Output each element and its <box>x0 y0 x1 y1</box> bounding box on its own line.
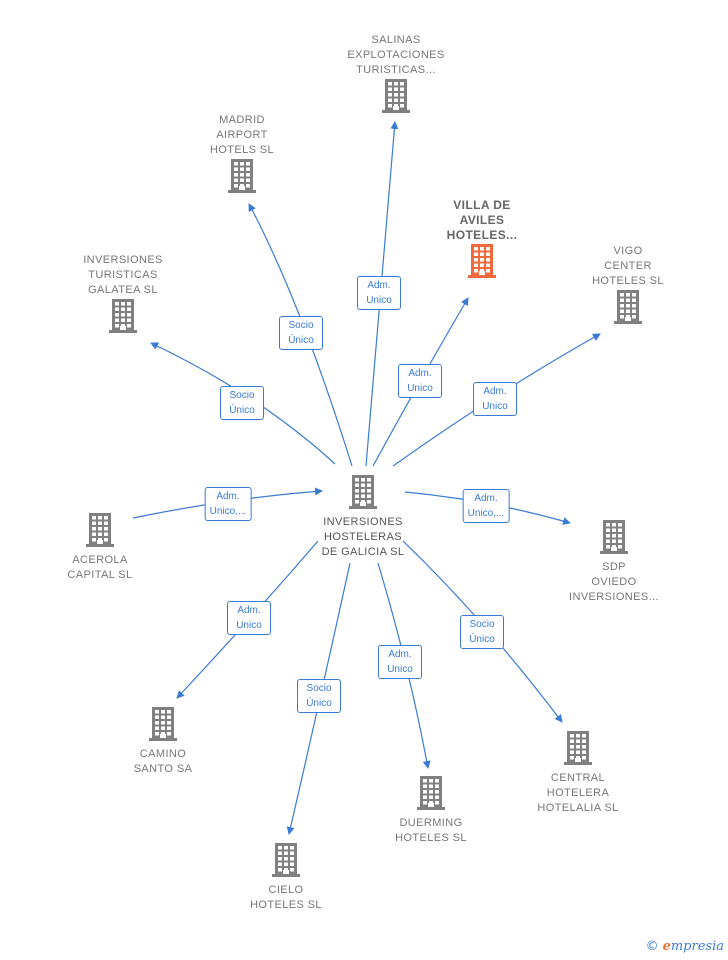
node-label: VILLA DE AVILES HOTELES... <box>446 198 518 242</box>
building-icon <box>513 730 643 771</box>
node-label: INVERSIONES HOSTELERAS DE GALICIA SL <box>321 516 405 558</box>
edge-label-duerming[interactable]: Adm. Unico <box>378 645 422 679</box>
node-madrid[interactable]: MADRID AIRPORT HOTELS SL <box>177 113 307 199</box>
node-sdp[interactable]: SDP OVIEDO INVERSIONES... <box>549 519 679 605</box>
edge-label-central[interactable]: Socio Único <box>460 615 504 649</box>
edge-label-cielo[interactable]: Socio Único <box>297 679 341 713</box>
brand-name: mpresia <box>670 939 724 954</box>
node-label: INVERSIONES TURISTICAS GALATEA SL <box>83 254 163 296</box>
node-label: CENTRAL HOTELERA HOTELALIA SL <box>537 772 619 814</box>
building-icon <box>563 289 693 330</box>
node-vigo[interactable]: VIGO CENTER HOTELES SL <box>563 244 693 330</box>
node-center[interactable]: INVERSIONES HOSTELERAS DE GALICIA SL <box>298 474 428 560</box>
building-icon <box>58 298 188 339</box>
edge-label-madrid[interactable]: Socio Único <box>279 316 323 350</box>
building-icon <box>35 512 165 553</box>
building-icon <box>331 78 461 119</box>
node-label: CAMINO SANTO SA <box>133 748 193 775</box>
edge-label-vigo[interactable]: Adm. Unico <box>473 382 517 416</box>
edge-label-villa[interactable]: Adm. Unico <box>398 364 442 398</box>
node-duerming[interactable]: DUERMING HOTELES SL <box>366 775 496 846</box>
building-icon <box>98 706 228 747</box>
edge-label-salinas[interactable]: Adm. Unico <box>357 276 401 310</box>
node-salinas[interactable]: SALINAS EXPLOTACIONES TURISTICAS... <box>331 33 461 119</box>
node-label: SDP OVIEDO INVERSIONES... <box>569 561 659 603</box>
edge-label-camino[interactable]: Adm. Unico <box>227 601 271 635</box>
edge-label-galatea[interactable]: Socio Único <box>220 386 264 420</box>
building-icon <box>298 474 428 515</box>
building-icon <box>177 158 307 199</box>
copyright-symbol: © <box>645 939 659 954</box>
node-label: SALINAS EXPLOTACIONES TURISTICAS... <box>347 34 445 76</box>
node-label: DUERMING HOTELES SL <box>395 817 467 844</box>
building-icon <box>549 519 679 560</box>
node-camino[interactable]: CAMINO SANTO SA <box>98 706 228 777</box>
building-icon <box>366 775 496 816</box>
edge-label-sdp[interactable]: Adm. Unico,... <box>462 489 510 523</box>
node-villa[interactable]: VILLA DE AVILES HOTELES... <box>417 198 547 284</box>
node-acerola[interactable]: ACEROLA CAPITAL SL <box>35 512 165 583</box>
building-icon <box>417 243 547 284</box>
brand-initial: e <box>662 939 671 954</box>
building-icon <box>221 842 351 883</box>
node-central[interactable]: CENTRAL HOTELERA HOTELALIA SL <box>513 730 643 816</box>
node-label: MADRID AIRPORT HOTELS SL <box>209 114 275 156</box>
node-label: CIELO HOTELES SL <box>250 884 322 911</box>
node-label: VIGO CENTER HOTELES SL <box>592 245 664 287</box>
edge-label-acerola[interactable]: Adm. Unico,... <box>204 487 252 521</box>
empresia-logo[interactable]: ©empresia <box>646 939 724 954</box>
node-galatea[interactable]: INVERSIONES TURISTICAS GALATEA SL <box>58 253 188 339</box>
node-cielo[interactable]: CIELO HOTELES SL <box>221 842 351 913</box>
node-label: ACEROLA CAPITAL SL <box>67 554 133 581</box>
